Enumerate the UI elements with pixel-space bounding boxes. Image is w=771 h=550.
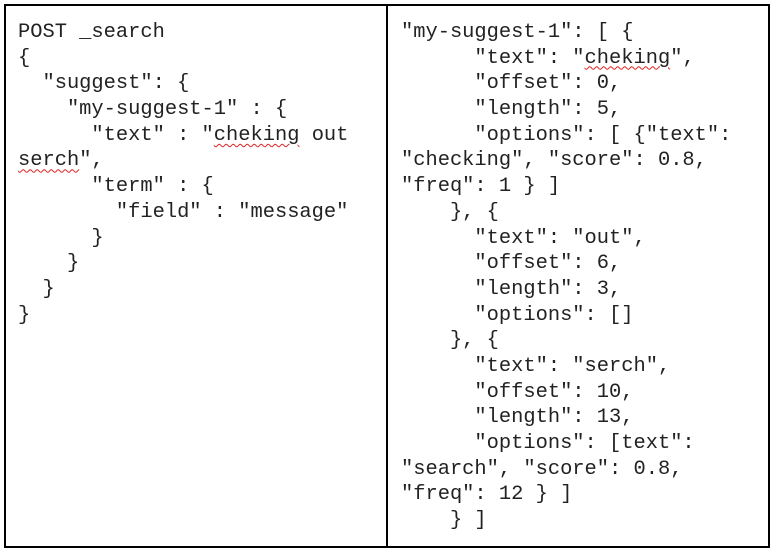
code-line: "my-suggest-1" : {	[18, 97, 348, 123]
code-text: "length": 13,	[401, 406, 634, 430]
code-text: "search", "score": 0.8,	[401, 457, 683, 481]
code-text: "offset": 6,	[401, 252, 622, 276]
code-line: "options": [ {"text":	[401, 123, 731, 149]
column-divider	[386, 6, 388, 546]
code-text: ",	[79, 149, 104, 173]
code-text: "freq": 1 } ]	[401, 175, 561, 199]
misspelled-word: cheking	[584, 46, 671, 70]
code-text: "my-suggest-1" : {	[18, 98, 288, 122]
code-text: }	[18, 226, 104, 250]
code-text: "freq": 12 } ]	[401, 483, 573, 507]
code-text: out	[299, 123, 349, 147]
code-text: "offset": 0,	[401, 72, 622, 96]
code-text: } ]	[401, 509, 487, 533]
code-text: "offset": 10,	[401, 380, 634, 404]
code-text: POST _search	[18, 21, 165, 44]
response-code-cell: "my-suggest-1": [ { "text": "cheking", "…	[401, 20, 731, 534]
code-text: ",	[670, 46, 695, 70]
code-text: "text": "out",	[401, 226, 646, 250]
code-line: "length": 3,	[401, 277, 731, 303]
code-text: "text": "serch",	[401, 354, 671, 378]
code-line: serch",	[18, 148, 348, 174]
code-text: "field" : "message"	[18, 200, 349, 224]
code-line: "field" : "message"	[18, 200, 349, 226]
code-line: "text": "out",	[401, 226, 731, 252]
code-line: }, {	[401, 328, 731, 354]
code-line: "suggest": {	[18, 71, 348, 97]
code-line: "offset": 0,	[401, 71, 731, 97]
code-line: "length": 5,	[401, 97, 731, 123]
code-text: "length": 3,	[401, 277, 622, 301]
code-line: "term" : {	[18, 174, 348, 200]
code-text: "text" : "	[18, 123, 214, 147]
code-text: }	[18, 303, 31, 327]
code-line: {	[18, 46, 348, 72]
code-line: POST _search	[18, 20, 348, 46]
code-text: "suggest": {	[18, 72, 190, 96]
misspelled-word: cheking	[213, 123, 300, 147]
code-line: "text": "cheking",	[401, 46, 731, 72]
code-text: "my-suggest-1": [ {	[401, 21, 634, 44]
code-line: } ]	[401, 508, 731, 534]
code-text: }	[18, 277, 55, 301]
code-line: "length": 13,	[401, 405, 731, 431]
code-line: }, {	[401, 200, 731, 226]
code-text: "checking", "score": 0.8,	[401, 149, 707, 173]
code-text: "options": []	[401, 303, 634, 327]
code-line: "freq": 12 } ]	[401, 482, 731, 508]
code-line: "search", "score": 0.8,	[401, 457, 731, 483]
code-text: "term" : {	[18, 175, 214, 199]
code-text: "options": [text":	[401, 432, 695, 455]
code-text: }, {	[401, 200, 499, 224]
code-line: }	[18, 303, 348, 329]
code-line: }	[18, 277, 348, 303]
code-line: }	[18, 251, 348, 277]
code-line: "offset": 6,	[401, 251, 731, 277]
code-text: }, {	[401, 329, 499, 353]
code-text: "options": [ {"text":	[401, 123, 732, 147]
misspelled-word: serch	[18, 149, 80, 173]
code-line: "checking", "score": 0.8,	[401, 148, 731, 174]
code-line: "text" : "cheking out	[18, 123, 348, 149]
code-text: }	[18, 252, 80, 276]
code-line: "freq": 1 } ]	[401, 174, 731, 200]
code-text: "text": "	[401, 46, 585, 70]
code-line: "my-suggest-1": [ {	[401, 20, 731, 46]
code-text: {	[18, 46, 31, 70]
code-line: }	[18, 226, 348, 252]
code-text: "length": 5,	[401, 98, 622, 122]
code-line: "offset": 10,	[401, 380, 731, 406]
code-comparison-table: POST _search{ "suggest": { "my-suggest-1…	[4, 4, 770, 548]
code-line: "options": []	[401, 303, 731, 329]
code-line: "text": "serch",	[401, 354, 731, 380]
request-code-cell: POST _search{ "suggest": { "my-suggest-1…	[18, 20, 348, 328]
code-line: "options": [text":	[401, 431, 731, 457]
